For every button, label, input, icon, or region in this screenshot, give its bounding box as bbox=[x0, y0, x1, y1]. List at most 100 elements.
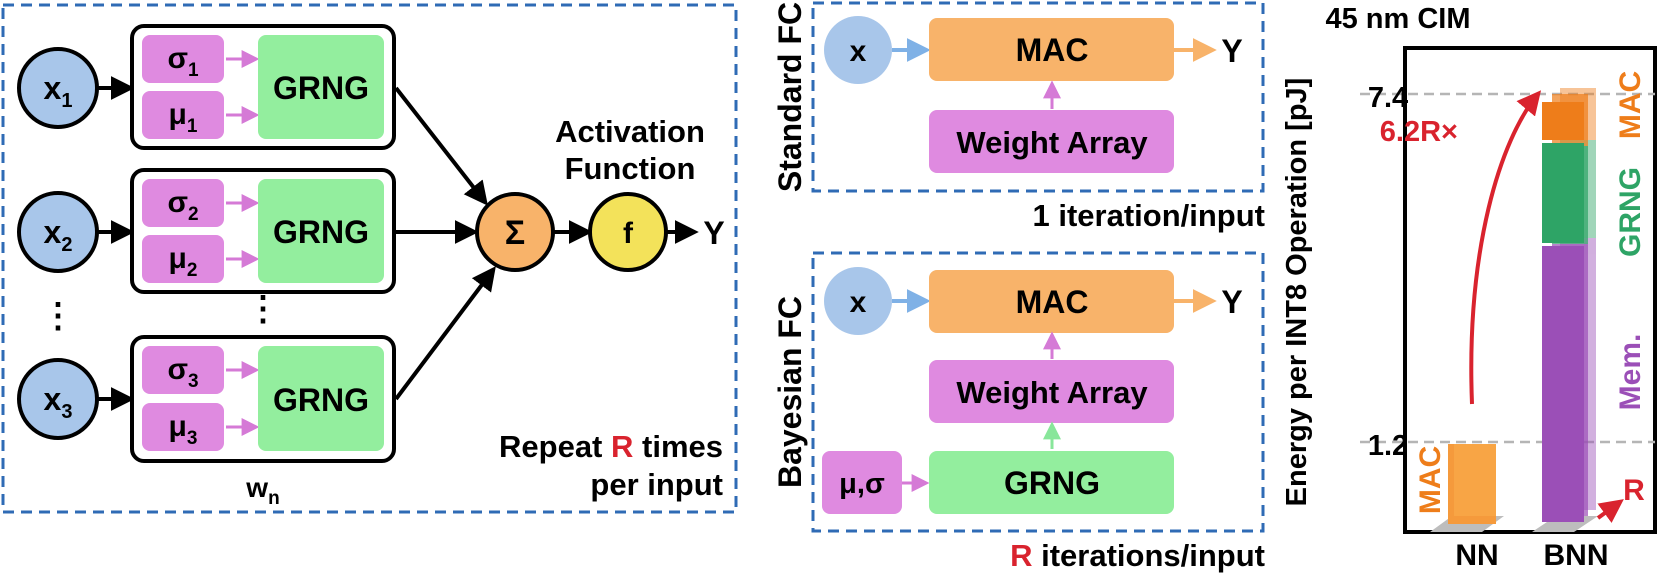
sigma-sub-3: 3 bbox=[188, 371, 199, 392]
mu-box-3 bbox=[142, 403, 224, 451]
standard-output-y: Y bbox=[1221, 33, 1242, 69]
chart-title: 45 nm CIM bbox=[1325, 3, 1470, 35]
input-node-x3 bbox=[17, 358, 99, 440]
sigma-box-2 bbox=[142, 179, 224, 227]
svg-text:x2: x2 bbox=[44, 214, 73, 256]
grng-box-3 bbox=[258, 346, 384, 451]
bayesian-fc-title: Bayesian FC bbox=[772, 296, 808, 488]
svg-text:σ1: σ1 bbox=[167, 42, 199, 81]
sigma-label-1: σ bbox=[167, 42, 188, 75]
repeat-text-post: times bbox=[633, 429, 723, 464]
vertical-dots-weights: ⋮ bbox=[246, 290, 280, 328]
neuron-row-3: x3 σ3 μ3 GRNG bbox=[17, 335, 396, 463]
mu-label-2: μ bbox=[169, 242, 187, 275]
bayesian-weight-label: Weight Array bbox=[956, 375, 1148, 410]
repeat-text-pre: Repeat bbox=[499, 429, 611, 464]
bnn-stack-front bbox=[1542, 102, 1584, 522]
repeat-text-line2: per input bbox=[590, 467, 723, 502]
bayesian-weight-array bbox=[929, 360, 1174, 423]
standard-caption: 1 iteration/input bbox=[1033, 198, 1266, 233]
input-label-x2: x bbox=[44, 214, 62, 250]
sigma-box-1 bbox=[142, 35, 224, 83]
sum-node bbox=[475, 192, 555, 272]
nn-mac-label: MAC bbox=[1414, 446, 1447, 514]
standard-input-label: x bbox=[850, 35, 867, 68]
chart-ylabel: Energy per INT8 Operation [pJ] bbox=[1281, 78, 1313, 507]
svg-text:Repeat R times: Repeat R times bbox=[499, 429, 723, 464]
activation-title-line2: Function bbox=[565, 151, 696, 186]
activation-title-line1: Activation bbox=[555, 114, 705, 149]
r-arrow bbox=[1596, 499, 1624, 523]
standard-mac-box bbox=[929, 18, 1174, 81]
bayesian-output-y: Y bbox=[1221, 284, 1242, 320]
input-sub-x1: 1 bbox=[61, 90, 72, 112]
svg-text:wn: wn bbox=[245, 472, 279, 509]
mu-label-3: μ bbox=[169, 410, 187, 443]
input-sub-x2: 2 bbox=[61, 234, 72, 256]
grng-label-3: GRNG bbox=[273, 382, 369, 418]
bnn-bar-mac bbox=[1542, 102, 1584, 140]
sigma-box-3 bbox=[142, 346, 224, 394]
neuron-row-2: x2 σ2 μ2 GRNG bbox=[17, 168, 396, 294]
weight-sub: n bbox=[268, 488, 280, 509]
mu-box-1 bbox=[142, 91, 224, 139]
xtick-bnn: BNN bbox=[1544, 539, 1609, 572]
arrow-w3-to-sum bbox=[394, 266, 496, 401]
nn-bar-mac-face bbox=[1454, 444, 1496, 516]
bnn-bar-mem bbox=[1542, 246, 1584, 522]
input-sub-x3: 3 bbox=[61, 401, 72, 423]
activation-symbol: f bbox=[623, 217, 634, 250]
bayesian-grng-box bbox=[929, 451, 1174, 514]
neuron-row-1: x1 σ1 μ1 GRNG bbox=[17, 24, 396, 150]
svg-text:σ2: σ2 bbox=[167, 186, 198, 225]
chart-frame bbox=[1403, 46, 1657, 534]
input-label-x3: x bbox=[44, 381, 62, 417]
bayesian-fc-border bbox=[811, 251, 1265, 533]
input-node-x2 bbox=[17, 191, 99, 273]
input-label-x1: x bbox=[44, 70, 62, 106]
bayesian-params-label: μ,σ bbox=[839, 468, 885, 500]
bayesian-mac-label: MAC bbox=[1016, 284, 1089, 320]
standard-weight-label: Weight Array bbox=[956, 125, 1148, 160]
mu-sub-3: 3 bbox=[187, 428, 198, 449]
xtick-nn: NN bbox=[1455, 539, 1498, 572]
bayesian-params-box bbox=[822, 451, 902, 514]
grng-box-2 bbox=[258, 179, 384, 283]
mu-sub-1: 1 bbox=[187, 116, 198, 137]
bayesian-input-label: x bbox=[850, 286, 867, 319]
mu-label-1: μ bbox=[169, 98, 187, 131]
repeat-text-r: R bbox=[611, 429, 633, 464]
bnn-bar-grng bbox=[1542, 143, 1584, 243]
grng-label-2: GRNG bbox=[273, 214, 369, 250]
sigma-label-3: σ bbox=[167, 353, 188, 386]
vertical-dots-inputs: ⋮ bbox=[41, 297, 75, 335]
standard-mac-label: MAC bbox=[1016, 32, 1089, 68]
svg-text:x1: x1 bbox=[44, 70, 73, 112]
bayesian-caption-rest: iterations/input bbox=[1033, 538, 1266, 573]
svg-text:R iterations/input: R iterations/input bbox=[1010, 538, 1265, 573]
bnn-mem-label: Mem. bbox=[1614, 334, 1647, 411]
standard-fc-border bbox=[811, 1, 1265, 193]
sigma-label-2: σ bbox=[167, 186, 188, 219]
bnn-grng-label: GRNG bbox=[1614, 167, 1647, 257]
svg-text:μ1: μ1 bbox=[169, 98, 198, 137]
left-panel-border bbox=[1, 3, 738, 514]
bayesian-input-node bbox=[824, 267, 892, 335]
grng-box-1 bbox=[258, 35, 384, 139]
ytick-1-2: 1.2 bbox=[1368, 430, 1408, 462]
bnn-mac-label: MAC bbox=[1614, 71, 1647, 139]
output-y-left: Y bbox=[703, 215, 724, 251]
arrow-w1-to-sum bbox=[394, 86, 488, 206]
weight-label: w bbox=[245, 472, 268, 503]
r-label: R bbox=[1623, 474, 1645, 507]
sigma-sub-1: 1 bbox=[188, 60, 199, 81]
bayesian-mac-box bbox=[929, 270, 1174, 333]
svg-text:μ3: μ3 bbox=[169, 410, 198, 449]
mu-sub-2: 2 bbox=[187, 260, 198, 281]
svg-text:σ3: σ3 bbox=[167, 353, 198, 392]
bayesian-grng-label: GRNG bbox=[1004, 465, 1100, 501]
bayesian-caption-r: R bbox=[1010, 538, 1032, 573]
standard-fc-title: Standard FC bbox=[772, 2, 808, 192]
sum-symbol: Σ bbox=[505, 214, 525, 252]
